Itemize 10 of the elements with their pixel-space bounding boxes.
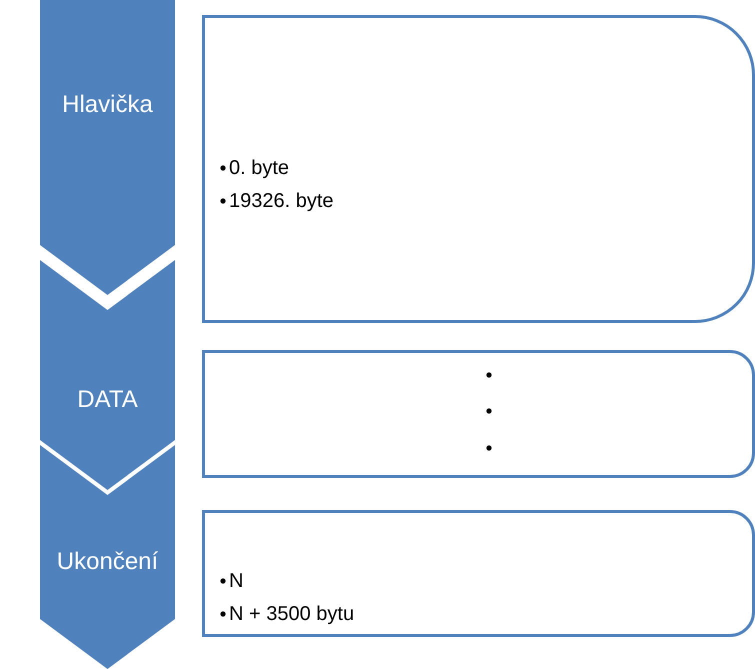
bullet-text: N xyxy=(229,569,244,594)
bullet-text: 0. byte xyxy=(229,156,290,181)
bullet-text: N + 3500 bytu xyxy=(229,602,354,627)
content-box xyxy=(202,510,755,637)
chevron-label: Ukončení xyxy=(56,548,160,576)
content-box xyxy=(202,350,755,478)
bullet-text: 19326. byte xyxy=(229,189,334,214)
chevron-label: DATA xyxy=(76,386,139,414)
chevron-label: Hlavička xyxy=(61,91,154,119)
content-box xyxy=(202,15,755,323)
